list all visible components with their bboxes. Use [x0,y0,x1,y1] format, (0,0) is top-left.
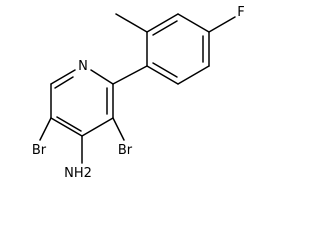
bond-c5-c4 [50,117,83,137]
bond-c5-c4-inner [56,116,82,132]
bond-c6p-c1p [146,65,179,85]
bond-c4-c3 [81,117,114,137]
bond-c2-aryl [112,65,148,85]
bond-c5-br [39,117,52,141]
atom-label-br-right: Br [118,143,133,158]
atom-label-br-left: Br [32,143,47,158]
pyridine-ring [50,69,114,137]
bond-c6p-c1p-inner [152,62,178,78]
bond-methyl [115,13,148,33]
chemical-structure-diagram: N Br Br NH2 F [32,5,245,181]
bond-c3-br [112,117,125,141]
atom-label-nh2: NH2 [64,166,92,181]
bond-n-c6-inner [54,76,74,89]
fluorotolyl-ring [146,13,210,85]
bond-c2p-c3p-inner [152,20,178,36]
bond-c3p-c4p [177,13,210,33]
atom-label-n: N [78,59,88,74]
bond-n-c2 [90,69,114,85]
bond-c5p-c6p [177,65,210,85]
atom-label-f: F [237,5,244,20]
bond-n-c6 [50,69,76,85]
bond-c4p-f [208,16,236,33]
bond-c2p-c3p [146,13,179,33]
